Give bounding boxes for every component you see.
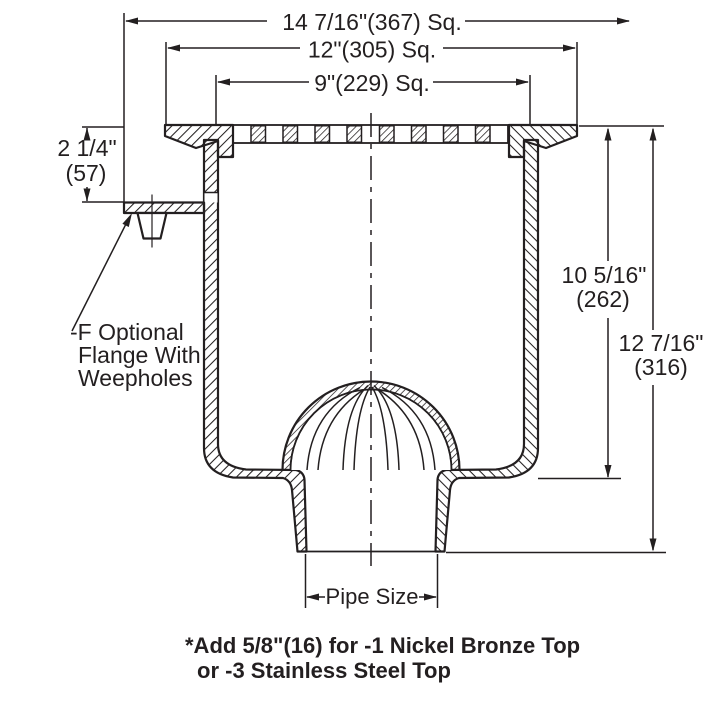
pipe-size-label: Pipe Size <box>326 584 419 609</box>
flange-note-line1: -F Optional <box>70 319 184 345</box>
grate-bars <box>250 125 491 143</box>
flange-joint-gap <box>204 192 218 203</box>
grate-bar <box>250 125 267 143</box>
arrowhead-up <box>83 127 91 141</box>
flange-height-label: 2 1/4" <box>57 135 116 161</box>
mid-square-label: 12"(305) Sq. <box>308 37 436 63</box>
grate-bar <box>442 125 459 143</box>
footnote-line1: *Add 5/8"(16) for -1 Nickel Bronze Top <box>185 633 580 658</box>
arrowhead-right <box>617 17 630 25</box>
body-depth-label: 10 5/16" <box>562 262 647 288</box>
outer-square-label: 14 7/16"(367) Sq. <box>282 9 462 35</box>
arrowhead-right <box>516 78 529 86</box>
leader-arrowhead <box>122 213 132 227</box>
footnote: *Add 5/8"(16) for -1 Nickel Bronze Top o… <box>185 633 580 683</box>
dimension-mid-square: 12"(305) Sq. <box>165 37 578 124</box>
arrowhead-up <box>604 127 612 141</box>
arrowhead-left <box>125 17 138 25</box>
arrowhead-down <box>649 538 657 552</box>
dimension-flange-height: 2 1/4" (57) <box>57 126 124 203</box>
dimension-inner-square: 9"(229) Sq. <box>215 70 531 124</box>
dome-ribs <box>306 384 436 471</box>
flange-note-line3: Weepholes <box>78 365 193 391</box>
grate-bar <box>378 125 395 143</box>
footnote-line2: or -3 Stainless Steel Top <box>197 658 451 683</box>
arrowhead-right <box>424 593 437 601</box>
overall-depth-mm-label: (316) <box>634 354 688 380</box>
arrowhead-right <box>563 44 576 52</box>
dimension-overall-depth: 12 7/16" (316) <box>446 127 704 554</box>
flange-plate <box>122 201 206 215</box>
flange-callout: -F Optional Flange With Weepholes <box>70 213 201 391</box>
grate-bar <box>346 125 363 143</box>
grate-bar <box>410 125 427 143</box>
grate-bar <box>282 125 299 143</box>
arrowhead-left <box>217 78 230 86</box>
arrowhead-down <box>604 465 612 478</box>
arrowhead-left <box>167 44 180 52</box>
dimension-body-depth: 10 5/16" (262) <box>538 125 664 480</box>
optional-flange <box>122 191 218 248</box>
dimension-outer-square: 14 7/16"(367) Sq. <box>123 9 630 202</box>
dimension-pipe-size: Pipe Size <box>304 554 439 609</box>
overall-depth-label: 12 7/16" <box>619 330 704 356</box>
grate-bar <box>314 125 331 143</box>
flange-height-mm-label: (57) <box>66 160 107 186</box>
inner-square-label: 9"(229) Sq. <box>314 70 430 96</box>
grate-bar <box>474 125 491 143</box>
arrowhead-left <box>306 593 319 601</box>
arrowhead-down <box>83 188 91 202</box>
body-depth-mm-label: (262) <box>576 286 630 312</box>
leader-line <box>71 219 129 332</box>
flange-note-line2: Flange With <box>78 342 201 368</box>
arrowhead-up <box>649 127 657 141</box>
